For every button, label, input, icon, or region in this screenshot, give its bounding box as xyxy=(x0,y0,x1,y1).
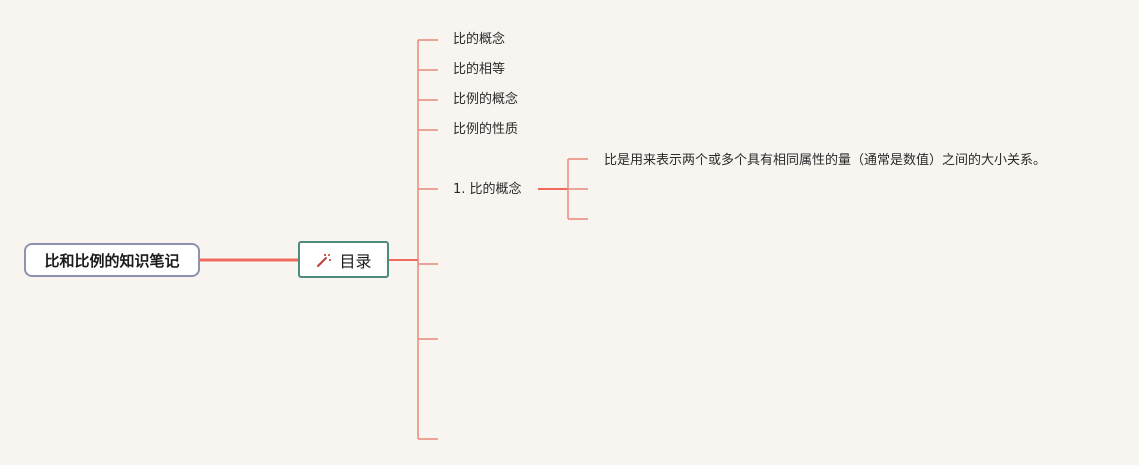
branch-topic-proportion-concept[interactable]: 比例的概念 xyxy=(453,92,519,107)
toc-topic-label: 目录 xyxy=(339,251,372,271)
sub-topic-description[interactable]: 比是用来表示两个或多个具有相同属性的量（通常是数值）之间的大小关系。 xyxy=(604,153,1047,168)
magic-wand-icon xyxy=(317,253,332,267)
branch-topic-proportion-properties[interactable]: 比例的性质 xyxy=(453,122,519,137)
branch-topic-ratio-equality[interactable]: 比的相等 xyxy=(453,62,506,77)
branch-topic-numbered-ratio-concept[interactable]: 1. 比的概念 xyxy=(453,182,522,197)
toc-topic-node[interactable]: 目录 xyxy=(298,241,389,278)
root-topic-title: 比和比例的知识笔记 xyxy=(44,251,180,270)
branch-topic-ratio-concept[interactable]: 比的概念 xyxy=(453,32,506,47)
root-topic-node[interactable]: 比和比例的知识笔记 xyxy=(24,243,200,277)
